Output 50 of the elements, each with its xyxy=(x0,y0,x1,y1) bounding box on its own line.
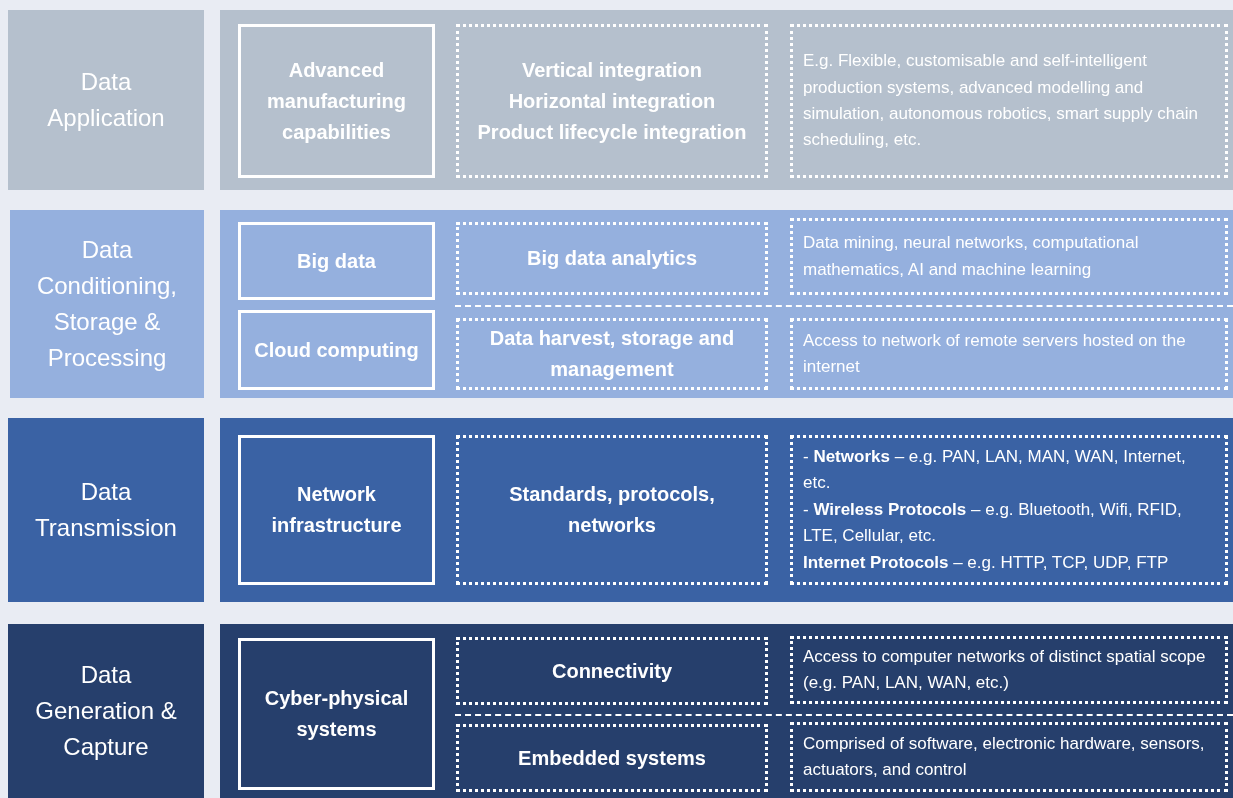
category-text: Big data xyxy=(297,248,376,274)
layer-band xyxy=(220,418,1233,602)
layer-title: Data Conditioning, Storage & Processing xyxy=(35,235,179,373)
technology-text: Connectivity xyxy=(552,658,672,684)
category-box xyxy=(238,435,435,585)
layer-title: Data Generation & Capture xyxy=(34,660,178,762)
technology-box xyxy=(456,318,768,390)
technology-text: Horizontal integration xyxy=(508,88,716,114)
layer-label xyxy=(8,418,204,602)
description-text: - Wireless Protocols – e.g. Bluetooth, Wifi, RFID, LTE, Cellular, etc. xyxy=(803,498,1183,548)
description-box xyxy=(790,318,1228,390)
description-text: - Networks – e.g. PAN, LAN, MAN, WAN, Internet, etc. xyxy=(803,446,1187,495)
technology-text: Big data analytics xyxy=(526,246,698,271)
technology-box xyxy=(456,24,768,178)
layer-band xyxy=(220,210,1233,398)
layer-band xyxy=(220,624,1233,798)
category-text: Network infrastructure xyxy=(270,482,403,538)
description-text: Access to computer networks of distinct spatial scope (e.g. PAN, LAN, WAN, etc.) xyxy=(803,645,1207,694)
technology-box xyxy=(456,724,768,792)
category-box xyxy=(238,638,435,790)
technology-text: Product lifecycle integration xyxy=(477,119,747,145)
technology-text: Vertical integration xyxy=(521,57,703,83)
category-box xyxy=(238,24,435,178)
technology-box xyxy=(456,222,768,295)
technology-text: Data harvest, storage and management xyxy=(488,326,736,382)
layer-band xyxy=(220,10,1233,190)
description-text: Comprised of software, electronic hardware, sensors, actuators, and control xyxy=(803,732,1206,781)
layer-title: Data Application xyxy=(46,67,166,133)
description-box xyxy=(790,24,1228,178)
technology-box xyxy=(456,435,768,585)
layer-label xyxy=(8,624,204,798)
description-text: Data mining, neural networks, computational mathematics, AI and machine learning xyxy=(803,232,1140,281)
description-text: Internet Protocols – e.g. HTTP, TCP, UDP, FTP xyxy=(803,551,1170,574)
category-text: Cloud computing xyxy=(254,337,419,363)
layer-label xyxy=(10,210,204,398)
category-box xyxy=(238,222,435,300)
layer-label xyxy=(8,10,204,190)
description-box xyxy=(790,218,1228,295)
category-text: Cyber-physical systems xyxy=(263,686,410,742)
technology-box xyxy=(456,637,768,705)
category-box xyxy=(238,310,435,390)
description-box xyxy=(790,636,1228,704)
description-box xyxy=(790,435,1228,585)
description-box xyxy=(790,722,1228,792)
category-text: Advanced manufacturing capabilities xyxy=(266,57,407,145)
description-text: Access to network of remote servers hosted on the internet xyxy=(803,329,1187,378)
technology-text: Standards, protocols, networks xyxy=(508,482,716,538)
layer-title: Data Transmission xyxy=(34,477,178,543)
description-text: E.g. Flexible, customisable and self-intelligent production systems, advanced modelling and simulation, autonomous robotics, smart supply chain scheduling, etc. xyxy=(803,50,1199,152)
technology-text: Embedded systems xyxy=(518,745,706,771)
